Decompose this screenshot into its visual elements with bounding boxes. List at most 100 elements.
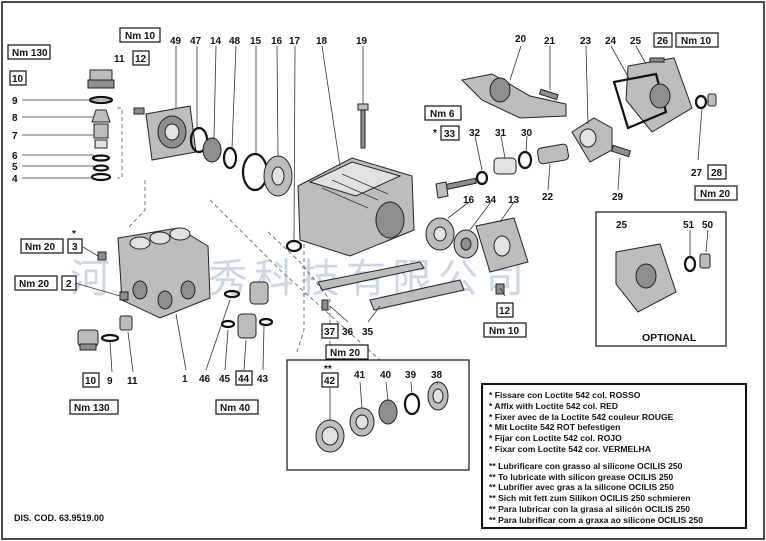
callout-number: 35	[362, 327, 374, 338]
callout-number: 32	[469, 128, 481, 139]
torque-label: Nm 130	[69, 399, 119, 415]
callout-number: 47	[190, 36, 202, 47]
callout-number: 16	[271, 36, 283, 47]
plug-cap-top	[87, 69, 115, 89]
boxed-ref: 10	[9, 70, 27, 86]
torque-value: Nm 10	[681, 36, 711, 47]
crankcase	[297, 157, 415, 257]
boxed-ref: 37	[321, 323, 339, 339]
legend-line: * Fijar con Loctite 542 col. ROJO	[489, 433, 622, 444]
callout-number: 15	[250, 36, 262, 47]
callout-number: 19	[356, 36, 368, 47]
legend-notes: * Fissare con Loctite 542 col. ROSSO * A…	[481, 383, 747, 529]
callout-number: 14	[210, 36, 222, 47]
svg-text:44: 44	[238, 374, 250, 385]
boxed-ref: 33	[440, 125, 460, 141]
callout-number: 5	[12, 162, 18, 173]
torque-value: Nm 10	[489, 326, 519, 337]
torque-label: Nm 130	[7, 44, 51, 60]
boxed-ref: 28	[707, 164, 727, 180]
torque-label: Nm 20	[20, 238, 64, 254]
boxed-ref: 3	[67, 238, 83, 254]
callout-number: 6	[12, 151, 18, 162]
torque-value: Nm 130	[74, 403, 110, 414]
callout-number: 25	[630, 36, 642, 47]
torque-value: Nm 6	[430, 109, 455, 120]
callout-number: 25	[616, 220, 628, 231]
legend-line: ** To lubricate with silicon grease OCIL…	[489, 471, 674, 482]
torque-value: Nm 20	[330, 348, 360, 359]
callout-number: 50	[702, 220, 714, 231]
callout-number: 51	[683, 220, 695, 231]
callout-number: 7	[12, 131, 18, 142]
callout-number: 24	[605, 36, 617, 47]
callout-number: **	[324, 364, 332, 375]
boxed-ref: 10	[82, 372, 100, 388]
callout-number: 39	[405, 370, 417, 381]
svg-text:28: 28	[711, 168, 723, 179]
svg-text:10: 10	[85, 376, 97, 387]
legend-line: * Affix with Loctite 542 col. RED	[489, 400, 619, 411]
callout-number: 22	[542, 192, 554, 203]
callout-number: 30	[521, 128, 533, 139]
legend-line: * Fixer avec de la Loctite 542 couleur R…	[489, 411, 674, 422]
callout-number: 29	[612, 192, 624, 203]
torque-value: Nm 20	[19, 279, 49, 290]
boxed-ref: 44	[235, 370, 253, 386]
boxed-ref: 12	[132, 50, 150, 66]
callout-number: 46	[199, 374, 211, 385]
svg-text:33: 33	[444, 129, 456, 140]
boxed-ref: 12	[496, 302, 514, 318]
callout-number: 27	[691, 168, 703, 179]
svg-text:12: 12	[499, 306, 511, 317]
callout-number: 48	[229, 36, 241, 47]
optional-cover	[615, 243, 677, 313]
svg-text:10: 10	[12, 74, 24, 85]
legend-line: ** Sich mit fett zum Silikon OCILIS 250 …	[489, 493, 691, 504]
callout-number: 20	[515, 34, 527, 45]
pump-manifold	[117, 227, 211, 319]
legend-line: ** Lubrificare con grasso al silicone OC…	[489, 460, 683, 471]
torque-label: Nm 40	[215, 399, 259, 415]
torque-value: Nm 40	[220, 403, 250, 414]
torque-label: Nm 20	[325, 344, 369, 360]
callout-number: 11	[114, 54, 125, 65]
torque-label: Nm 10	[483, 322, 527, 338]
torque-value: Nm 10	[125, 31, 155, 42]
seal-kit-frame	[286, 359, 470, 471]
callout-number: 41	[354, 370, 366, 381]
svg-text:12: 12	[135, 54, 147, 65]
document-code: DIS. COD. 63.9519.00	[14, 513, 105, 523]
plug-bottom	[77, 329, 99, 351]
callout-number: 9	[12, 96, 18, 107]
torque-value: Nm 20	[700, 189, 730, 200]
callout-number: 4	[12, 174, 18, 185]
legend-line: ** Lubrifier avec gras a la silicone OCI…	[489, 482, 674, 493]
torque-label: Nm 20	[14, 275, 58, 291]
callout-number: *	[72, 229, 76, 240]
callout-number: 8	[12, 113, 18, 124]
svg-text:3: 3	[72, 242, 78, 253]
legend-line: * Mit Loctite 542 ROT befestigen	[489, 422, 621, 433]
svg-text:37: 37	[324, 327, 336, 338]
callout-number: 34	[485, 195, 497, 206]
crankshaft	[460, 73, 567, 119]
callout-number: 9	[107, 376, 113, 387]
boxed-ref: 2	[61, 275, 77, 291]
callout-number: 13	[508, 195, 520, 206]
torque-value: Nm 20	[25, 242, 55, 253]
rear-cover	[612, 57, 693, 133]
callout-number: 49	[170, 36, 182, 47]
legend-line: ** Para lubricar con la grasa al silicón…	[489, 503, 691, 514]
callout-number: 21	[544, 36, 556, 47]
torque-label: Nm 6	[424, 105, 462, 121]
svg-text:2: 2	[66, 279, 72, 290]
callout-number: 1	[182, 374, 188, 385]
callout-number: 31	[495, 128, 507, 139]
callout-number: 38	[431, 370, 443, 381]
valve-stack	[90, 109, 112, 182]
callout-number: 17	[289, 36, 301, 47]
callout-number: 45	[219, 374, 231, 385]
